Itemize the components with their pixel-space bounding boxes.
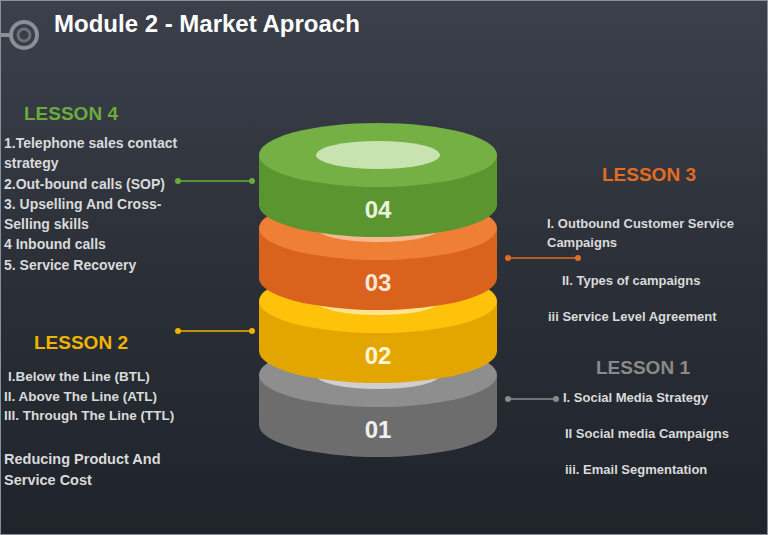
lesson-item: III. Through The Line (TTL) <box>4 406 204 426</box>
leader-line <box>175 178 255 184</box>
lesson-item-text: iii Service Level Agreement <box>548 308 763 327</box>
lesson-item-text: II. Above The Line (ATL) <box>4 387 204 407</box>
lesson-heading-text: LESSON 3 <box>602 161 762 189</box>
lesson-item-text: III. Through The Line (TTL) <box>4 406 204 426</box>
lesson-heading-text: LESSON 1 <box>596 354 756 382</box>
lesson-item: iii Service Level Agreement <box>548 308 763 327</box>
lesson-item: 5. Service Recovery <box>4 255 199 275</box>
lesson-item: iii. Email Segmentation <box>565 461 765 480</box>
lesson-item-text: II. Types of campaigns <box>562 272 762 291</box>
leader-line <box>175 328 255 334</box>
lesson-heading: LESSON 1 <box>596 354 756 382</box>
title-text: Module 2 - Market Aproach <box>54 8 754 39</box>
lesson-item: I.Below the Line (BTL) <box>8 367 208 387</box>
lesson-item: 4 Inbound calls <box>4 234 199 254</box>
lesson-item: 3. Upselling And Cross-Selling skills <box>4 194 199 235</box>
cylinder-layer: 04 <box>259 123 497 237</box>
layer-number: 02 <box>259 342 497 370</box>
lesson-item: II. Above The Line (ATL) <box>4 387 204 407</box>
lesson-item-text: 4 Inbound calls <box>4 234 199 254</box>
note-text: Reducing Product And Service Cost <box>4 449 204 491</box>
layer-number: 01 <box>259 416 497 444</box>
title: Module 2 - Market Aproach <box>54 8 754 39</box>
lesson-item: 2.Out-bound calls (SOP) <box>4 174 199 194</box>
lesson-item-text: II Social media Campaigns <box>565 425 765 444</box>
lesson-item-text: 1.Telephone sales contact strategy <box>4 133 199 174</box>
lesson-item-text: I.Below the Line (BTL) <box>8 367 208 387</box>
lesson-item-text: I. Social Media Strategy <box>563 389 763 408</box>
layer-number: 04 <box>259 196 497 224</box>
lesson-item-text: 2.Out-bound calls (SOP) <box>4 174 199 194</box>
lesson-item: II. Types of campaigns <box>562 272 762 291</box>
lesson-item: II Social media Campaigns <box>565 425 765 444</box>
lesson-heading-text: LESSON 4 <box>24 100 224 128</box>
lesson-heading: LESSON 3 <box>602 161 762 189</box>
lesson-item-text: I. Outbound Customer Service Campaigns <box>547 215 762 253</box>
lesson-item: I. Outbound Customer Service Campaigns <box>547 215 762 253</box>
lesson-heading-text: LESSON 2 <box>34 329 234 357</box>
lesson-item: I. Social Media Strategy <box>563 389 763 408</box>
leader-line <box>505 255 581 261</box>
key-icon <box>0 22 37 48</box>
note-text-text: Reducing Product And Service Cost <box>4 449 204 491</box>
lesson-heading: LESSON 4 <box>24 100 224 128</box>
leader-line <box>505 396 559 402</box>
layer-number: 03 <box>259 269 497 297</box>
lesson-heading: LESSON 2 <box>34 329 234 357</box>
lesson-item-text: iii. Email Segmentation <box>565 461 765 480</box>
lesson-item: 1.Telephone sales contact strategy <box>4 133 199 174</box>
lesson-item-text: 5. Service Recovery <box>4 255 199 275</box>
lesson-item-text: 3. Upselling And Cross-Selling skills <box>4 194 199 235</box>
